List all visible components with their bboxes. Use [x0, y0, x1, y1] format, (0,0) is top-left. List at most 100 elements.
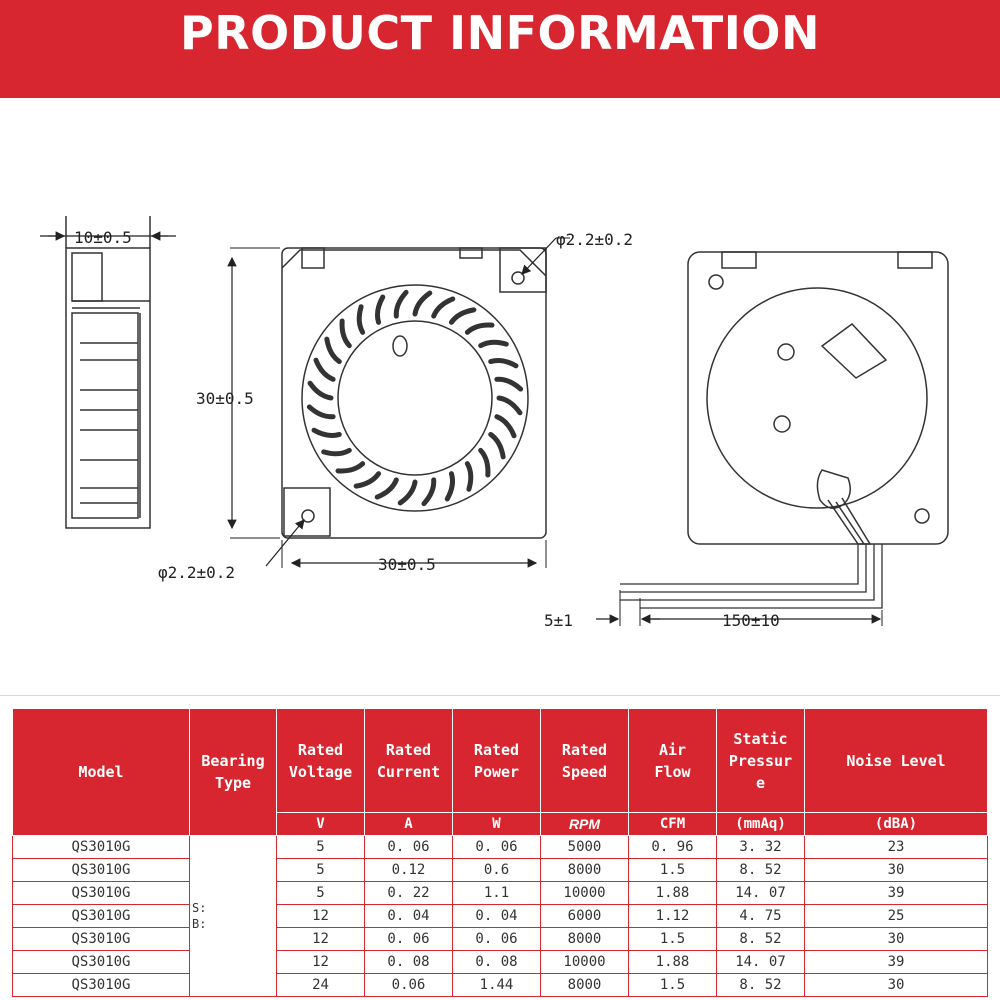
impeller-blade: [464, 322, 495, 335]
cell-airflow: 1.5: [628, 858, 717, 882]
unit-noise: (dBA): [804, 812, 988, 836]
cell-airflow: 1.88: [628, 881, 717, 905]
impeller-blade: [335, 461, 366, 474]
cell-voltage: 12: [276, 950, 365, 974]
cell-voltage: 5: [276, 835, 365, 859]
cell-pressure: 8. 52: [716, 973, 805, 997]
lead-length-label: 150±10: [722, 611, 780, 630]
impeller-blade: [324, 336, 342, 365]
cell-voltage: 5: [276, 858, 365, 882]
cell-noise: 30: [804, 973, 988, 997]
side-view: [65, 216, 151, 529]
impeller-blade: [353, 471, 382, 489]
cell-voltage: 5: [276, 881, 365, 905]
lead-strip-label: 5±1: [544, 611, 573, 630]
unit-voltage: V: [276, 812, 365, 836]
cell-speed: 5000: [540, 835, 629, 859]
technical-drawing: 10±0.5 30±0.5 30±0.5 φ2.2±0.2 φ2.2±0.2: [40, 216, 949, 630]
unit-airflow: CFM: [628, 812, 717, 836]
cell-speed: 6000: [540, 904, 629, 928]
cell-current: 0.06: [364, 973, 453, 997]
impeller-blade: [478, 447, 491, 478]
cell-noise: 39: [804, 881, 988, 905]
rear-view: [687, 251, 949, 545]
cell-airflow: 1.88: [628, 950, 717, 974]
impeller-blade: [375, 294, 386, 325]
impeller-blade: [393, 289, 409, 319]
cell-model: QS3010G: [12, 858, 190, 882]
thickness-label: 10±0.5: [74, 228, 132, 247]
cell-airflow: 0. 96: [628, 835, 717, 859]
cell-power: 0.6: [452, 858, 541, 882]
cell-power: 0. 08: [452, 950, 541, 974]
cell-noise: 23: [804, 835, 988, 859]
impeller-blade: [494, 376, 524, 392]
unit-pressure: (mmAq): [716, 812, 805, 836]
cell-current: 0. 22: [364, 881, 453, 905]
impeller-blade: [374, 477, 399, 500]
cell-pressure: 4. 75: [716, 904, 805, 928]
cell-power: 1.1: [452, 881, 541, 905]
unit-current: A: [364, 812, 453, 836]
impeller-blade: [496, 395, 523, 416]
front-view: [281, 247, 547, 539]
hole-bottom-label: φ2.2±0.2: [158, 563, 235, 582]
header-model: Model: [12, 708, 190, 836]
cell-voltage: 12: [276, 904, 365, 928]
cell-noise: 25: [804, 904, 988, 928]
cell-speed: 10000: [540, 881, 629, 905]
cell-model: QS3010G: [12, 927, 190, 951]
impeller-blade: [339, 318, 352, 349]
cell-power: 0. 04: [452, 904, 541, 928]
cell-power: 1.44: [452, 973, 541, 997]
cell-airflow: 1.5: [628, 973, 717, 997]
cell-noise: 39: [804, 950, 988, 974]
impeller-blade: [311, 427, 342, 438]
impeller-blade: [478, 339, 509, 349]
impeller-blades: [306, 289, 524, 507]
impeller-blade: [412, 290, 433, 317]
cell-pressure: 8. 52: [716, 858, 805, 882]
impeller-blade: [494, 414, 517, 439]
cell-pressure: 8. 52: [716, 927, 805, 951]
impeller-blade: [488, 431, 506, 460]
cell-speed: 8000: [540, 927, 629, 951]
product-information-banner: PRODUCT INFORMATION: [0, 0, 1000, 98]
header-noise: Noise Level: [804, 708, 988, 813]
impeller-blade: [431, 296, 456, 319]
section-divider: [0, 695, 1000, 696]
cell-pressure: 3. 32: [716, 835, 805, 859]
cell-pressure: 14. 07: [716, 950, 805, 974]
impeller-blade: [488, 358, 519, 369]
impeller-blade: [356, 304, 366, 335]
impeller-blade: [464, 461, 474, 492]
cell-power: 0. 06: [452, 927, 541, 951]
cell-current: 0. 04: [364, 904, 453, 928]
cell-model: QS3010G: [12, 973, 190, 997]
cell-current: 0. 06: [364, 927, 453, 951]
height-label: 30±0.5: [196, 389, 254, 408]
cell-airflow: 1.5: [628, 927, 717, 951]
impeller-blade: [397, 479, 418, 506]
cell-speed: 8000: [540, 973, 629, 997]
width-label: 30±0.5: [378, 555, 436, 574]
cell-speed: 10000: [540, 950, 629, 974]
cell-current: 0. 08: [364, 950, 453, 974]
cell-power: 0. 06: [452, 835, 541, 859]
impeller-blade: [448, 307, 477, 325]
cell-airflow: 1.12: [628, 904, 717, 928]
cell-voltage: 24: [276, 973, 365, 997]
